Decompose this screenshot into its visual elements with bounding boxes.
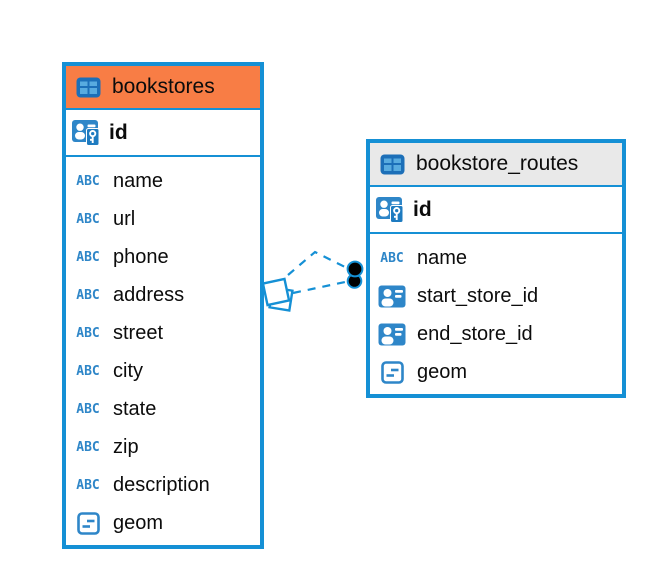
column-name: description xyxy=(113,473,210,496)
column-row-id[interactable]: id xyxy=(66,110,260,157)
entity-title: bookstore_routes xyxy=(416,152,579,175)
text-type-icon: ABC xyxy=(76,401,100,417)
text-type-icon: ABC xyxy=(380,250,404,266)
relationship-line[interactable] xyxy=(287,250,348,295)
column-name: phone xyxy=(113,245,169,268)
column-row[interactable]: ABC city xyxy=(66,352,260,390)
column-name: city xyxy=(113,359,143,382)
column-name: end_store_id xyxy=(417,322,533,345)
entity-bookstores[interactable]: bookstores id xyxy=(62,62,264,549)
text-type-icon: ABC xyxy=(76,287,100,303)
text-type-icon: ABC xyxy=(76,363,100,379)
text-type-icon: ABC xyxy=(76,249,100,265)
entity-title: bookstores xyxy=(112,75,215,98)
column-row[interactable]: ABC street xyxy=(66,314,260,352)
column-row[interactable]: ABC state xyxy=(66,390,260,428)
entity-header-bookstore-routes[interactable]: bookstore_routes xyxy=(370,143,622,187)
entity-header-bookstores[interactable]: bookstores xyxy=(66,66,260,110)
column-row[interactable]: ABC name xyxy=(66,162,260,200)
column-name: street xyxy=(113,321,164,344)
relationship-dot-marker xyxy=(346,260,364,289)
column-name: state xyxy=(113,397,157,420)
column-name: geom xyxy=(417,360,468,383)
column-name: zip xyxy=(113,435,139,458)
column-row[interactable]: ABC url xyxy=(66,200,260,238)
column-row[interactable]: ABC name xyxy=(370,239,622,277)
column-row[interactable]: ABC phone xyxy=(66,238,260,276)
text-type-icon: ABC xyxy=(76,477,100,493)
column-name: name xyxy=(417,246,468,269)
reference-type-icon xyxy=(377,323,407,346)
column-row[interactable]: end_store_id xyxy=(370,315,622,353)
column-name: geom xyxy=(113,511,164,534)
column-row-id[interactable]: id xyxy=(370,187,622,234)
entity-bookstore-routes[interactable]: bookstore_routes id xyxy=(366,139,626,398)
reference-type-icon xyxy=(377,285,407,308)
column-row[interactable]: ABC address xyxy=(66,276,260,314)
text-type-icon: ABC xyxy=(76,325,100,341)
column-name: start_store_id xyxy=(417,284,539,307)
column-row[interactable]: start_store_id xyxy=(370,277,622,315)
column-row[interactable]: geom xyxy=(66,504,260,542)
table-icon xyxy=(73,77,103,98)
column-row[interactable]: ABC zip xyxy=(66,428,260,466)
text-type-icon: ABC xyxy=(76,173,100,189)
column-name: address xyxy=(113,283,185,306)
primary-key-icon xyxy=(71,119,101,146)
column-row[interactable]: geom xyxy=(370,353,622,391)
column-list: ABC name start_store_id xyxy=(370,234,622,394)
column-name: id xyxy=(109,120,128,144)
column-row[interactable]: ABC description xyxy=(66,466,260,504)
text-type-icon: ABC xyxy=(76,439,100,455)
column-name: name xyxy=(113,169,164,192)
table-icon xyxy=(377,154,407,175)
column-name: id xyxy=(413,197,432,221)
geometry-type-icon xyxy=(73,511,103,535)
text-type-icon: ABC xyxy=(76,211,100,227)
column-name: url xyxy=(113,207,136,230)
relationship-diamond-marker xyxy=(261,277,294,312)
primary-key-icon xyxy=(375,196,405,223)
geometry-type-icon xyxy=(377,360,407,384)
column-list: ABC name ABC url ABC phone ABC address A… xyxy=(66,157,260,545)
